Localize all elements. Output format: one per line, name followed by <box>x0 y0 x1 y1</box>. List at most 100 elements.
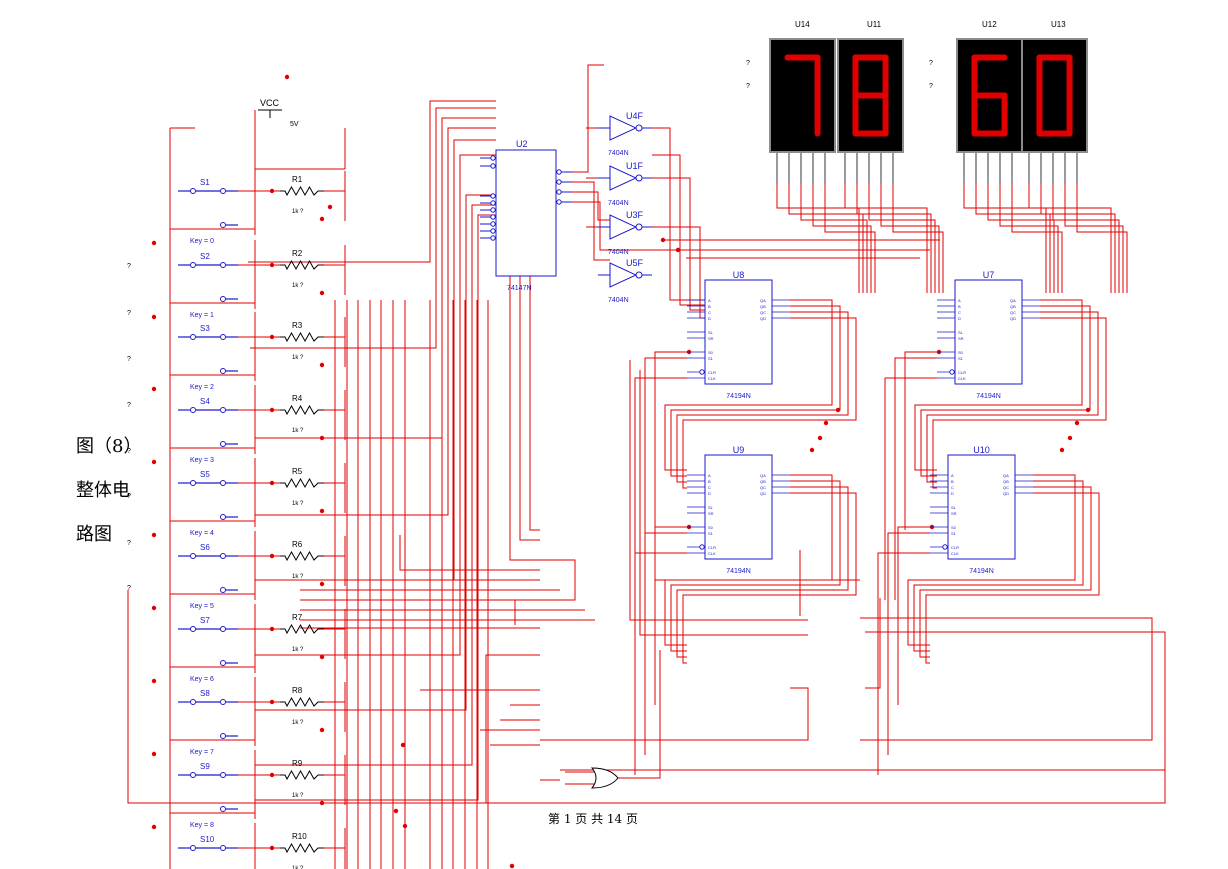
register-pin-name: CLR <box>958 370 966 375</box>
switch-label-s2: S2 <box>200 252 210 261</box>
switch-contact <box>190 553 196 559</box>
wire-to-encoder <box>255 214 496 801</box>
register-pin-name: QC <box>760 485 766 490</box>
unknown-mark: ? <box>127 402 131 409</box>
register-pin-name: QC <box>1003 485 1009 490</box>
wire <box>824 183 876 293</box>
register-pin-name: CLR <box>708 545 716 550</box>
switch-contact <box>220 480 226 486</box>
wire <box>892 183 944 293</box>
wire <box>897 526 930 705</box>
wire <box>618 650 661 779</box>
switch-contact <box>220 772 226 778</box>
encoder-input-bubble <box>490 207 496 213</box>
wire <box>963 183 1047 293</box>
junction-dot <box>1085 407 1091 413</box>
register-pin-name: CLK <box>708 551 716 556</box>
inverter-bubble <box>635 174 643 182</box>
wire <box>880 183 940 293</box>
register-pin-name: B <box>708 479 711 484</box>
junction-dot <box>269 334 275 340</box>
display-label-u13: U13 <box>1051 20 1066 29</box>
resistor-value: 1k ? <box>292 866 304 869</box>
wire-enc-out <box>572 181 610 261</box>
junction-dot <box>269 772 275 778</box>
junction-dot <box>151 751 157 757</box>
register-pin-name: A <box>958 298 961 303</box>
switch-contact <box>220 188 226 194</box>
junction-dot <box>151 532 157 538</box>
encoder-output-bubble <box>556 169 562 175</box>
junction-dot <box>151 386 157 392</box>
switch-contact <box>190 262 196 268</box>
inverter-label-u4f: U4F <box>626 111 644 121</box>
encoder-part-label: 74147N <box>507 285 532 292</box>
register-pin-name: SR <box>708 336 714 341</box>
wire <box>907 474 1076 646</box>
wire <box>776 183 860 293</box>
shift-register-chip <box>704 279 773 385</box>
junction-dot <box>269 553 275 559</box>
switch-label-s7: S7 <box>200 616 210 625</box>
resistor-symbol <box>280 331 324 343</box>
wire <box>844 183 928 293</box>
junction-dot <box>1059 447 1065 453</box>
resistor-label-r3: R3 <box>292 321 303 330</box>
register-pin-name: S1 <box>708 356 714 361</box>
register-pin-name: QB <box>1003 479 1009 484</box>
wire-bus-h <box>300 559 576 601</box>
unknown-mark: ? <box>127 263 131 270</box>
switch-key-label: Key = 4 <box>190 530 214 537</box>
wire-bus-h <box>399 535 540 571</box>
wire <box>572 201 720 251</box>
wire <box>788 183 864 293</box>
encoder-output-bubble <box>556 179 562 185</box>
resistor-symbol <box>280 550 324 562</box>
register-pin-name: CLK <box>708 376 716 381</box>
junction-dot <box>151 459 157 465</box>
wire <box>884 377 937 600</box>
switch-throw-contact <box>220 514 226 520</box>
shift-register-label-u9: U9 <box>733 445 745 455</box>
register-pin-name: C <box>708 310 711 315</box>
switch-key-label: Key = 7 <box>190 749 214 756</box>
inverter-part-label: 7404N <box>608 150 629 157</box>
resistor-label-r4: R4 <box>292 394 303 403</box>
switch-contact <box>220 699 226 705</box>
junction-dot <box>319 290 325 296</box>
switch-contact <box>220 262 226 268</box>
switch-throw-contact <box>220 806 226 812</box>
register-clr-bubble <box>949 369 955 375</box>
junction-dot <box>269 188 275 194</box>
register-pin-name: QA <box>1003 473 1009 478</box>
junction-dot <box>269 845 275 851</box>
wire <box>877 552 930 775</box>
encoder-chip <box>495 149 557 277</box>
switch-throw-contact <box>220 296 226 302</box>
switch-contact <box>190 772 196 778</box>
encoder-input-bubble <box>490 214 496 220</box>
inverter-label-u1f: U1F <box>626 161 644 171</box>
register-pin-name: B <box>958 304 961 309</box>
shift-register-chip <box>947 454 1016 560</box>
register-pin-name: QA <box>760 473 766 478</box>
register-pin-name: SL <box>708 330 714 335</box>
register-pin-name: CLK <box>951 551 959 556</box>
junction-dot <box>269 480 275 486</box>
inverter-bubble <box>635 223 643 231</box>
resistor-value: 1k ? <box>292 574 304 580</box>
wire <box>670 480 841 652</box>
encoder-output-bubble <box>556 199 562 205</box>
junction-dot <box>151 824 157 830</box>
switch-key-label: Key = 1 <box>190 312 214 319</box>
register-pin-name: SL <box>708 505 714 510</box>
shift-register-part: 74194N <box>726 393 751 400</box>
unknown-mark: ? <box>746 83 750 90</box>
register-pin-name: QB <box>1010 304 1016 309</box>
junction-dot <box>1067 435 1073 441</box>
wire-inv-out <box>652 127 705 301</box>
switch-throw-contact <box>220 222 226 228</box>
unknown-mark: ? <box>127 448 131 455</box>
register-pin-name: C <box>958 310 961 315</box>
register-pin-name: CLK <box>958 376 966 381</box>
